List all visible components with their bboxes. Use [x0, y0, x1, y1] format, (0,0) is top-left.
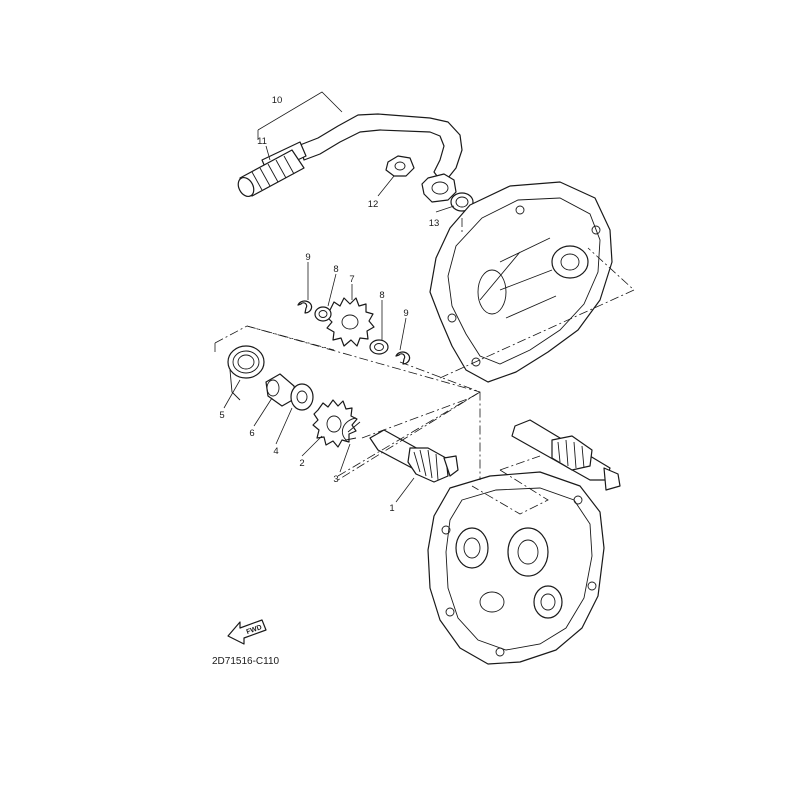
transmission-shaft	[511, 419, 621, 491]
callout-3: 3	[333, 474, 338, 485]
kick-shaft	[369, 429, 459, 483]
callout-13: 13	[429, 218, 440, 229]
callout-9-left: 9	[305, 252, 310, 263]
kick-lever-boss	[421, 173, 457, 203]
callout-1: 1	[389, 503, 394, 514]
callout-10: 10	[272, 95, 283, 106]
circlip-9-right	[395, 351, 411, 365]
gear-2	[312, 399, 358, 448]
kick-nut	[385, 155, 415, 177]
leader-lines	[223, 91, 455, 503]
washer-8-left	[314, 306, 332, 322]
kick-grip	[237, 149, 305, 198]
torsion-spring-5	[227, 345, 265, 401]
callout-6: 6	[249, 428, 254, 439]
callout-labels: 1 2 3 4 5 6 7 8 8 9 9 10 11 12 13	[219, 95, 439, 514]
callout-7: 7	[349, 274, 354, 285]
fwd-arrow-icon: FWD	[227, 619, 267, 645]
washer-8-right	[369, 339, 389, 355]
alignment-lines	[214, 218, 635, 515]
callout-8-right: 8	[379, 290, 384, 301]
callout-8-left: 8	[333, 264, 338, 275]
kick-lever-assembly	[237, 113, 474, 212]
washer-4	[290, 383, 314, 411]
callout-5: 5	[219, 410, 224, 421]
diagram-code: 2D71516-C110	[212, 656, 280, 667]
callout-4: 4	[273, 446, 278, 457]
callout-11: 11	[257, 136, 267, 147]
clip-3	[342, 417, 361, 441]
crankcase-lower	[427, 471, 605, 665]
bushing-6	[265, 373, 297, 407]
gear-7	[325, 297, 375, 347]
oil-seal	[450, 192, 474, 212]
kick-lever-arm	[299, 113, 463, 181]
crankcase-cover	[429, 181, 613, 383]
circlip-9-left	[297, 300, 313, 314]
callout-12: 12	[368, 199, 379, 210]
callout-9-right: 9	[403, 308, 408, 319]
callout-2: 2	[299, 458, 304, 469]
